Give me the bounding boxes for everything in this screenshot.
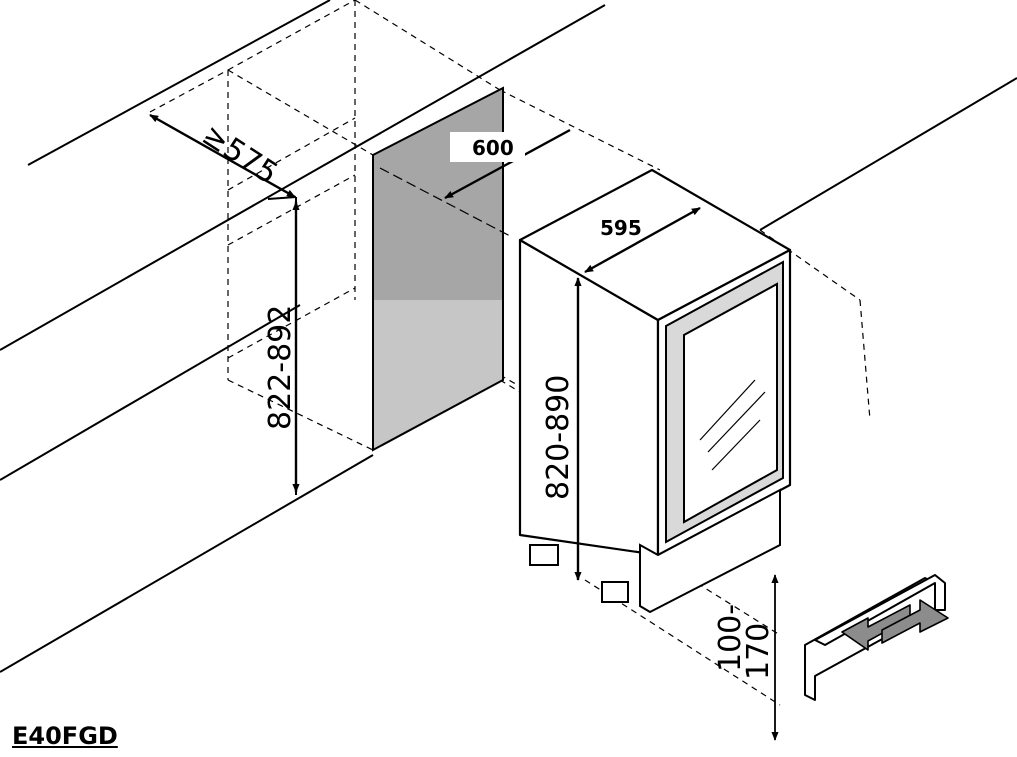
niche-depth-label: ≥575 bbox=[196, 117, 284, 191]
dim-line-appliance-width bbox=[584, 206, 701, 274]
airflow-in-arrow-icon bbox=[841, 604, 911, 651]
dim-line-niche-width bbox=[444, 128, 571, 200]
niche-height-label: 822-892 bbox=[263, 305, 298, 430]
dim-line-niche-depth bbox=[149, 113, 296, 199]
airflow-out-arrow-icon bbox=[881, 599, 949, 644]
appliance-width-label: 595 bbox=[600, 216, 642, 240]
plinth-height-label-bottom: 170 bbox=[741, 623, 776, 680]
niche-width-guide bbox=[379, 167, 511, 237]
appliance-foot-right bbox=[601, 581, 629, 603]
plinth-height-label-top: 100- bbox=[713, 604, 748, 672]
kitchen-cabinet-outline bbox=[0, 0, 1017, 673]
niche-back-wall-lower bbox=[373, 300, 503, 450]
niche-width-label: 600 bbox=[472, 136, 514, 160]
glass-reflection bbox=[699, 379, 766, 471]
niche-width-label-bg bbox=[450, 132, 525, 162]
appliance-height-label: 820-890 bbox=[541, 375, 576, 500]
airflow-arrows bbox=[841, 599, 949, 651]
appliance-foot-left bbox=[529, 544, 559, 566]
model-label: E40FGD bbox=[12, 722, 118, 750]
appliance-door-glass bbox=[683, 282, 778, 524]
plinth-panel bbox=[639, 488, 781, 614]
niche-outline bbox=[372, 86, 504, 452]
niche-back-wall-upper bbox=[373, 88, 503, 300]
